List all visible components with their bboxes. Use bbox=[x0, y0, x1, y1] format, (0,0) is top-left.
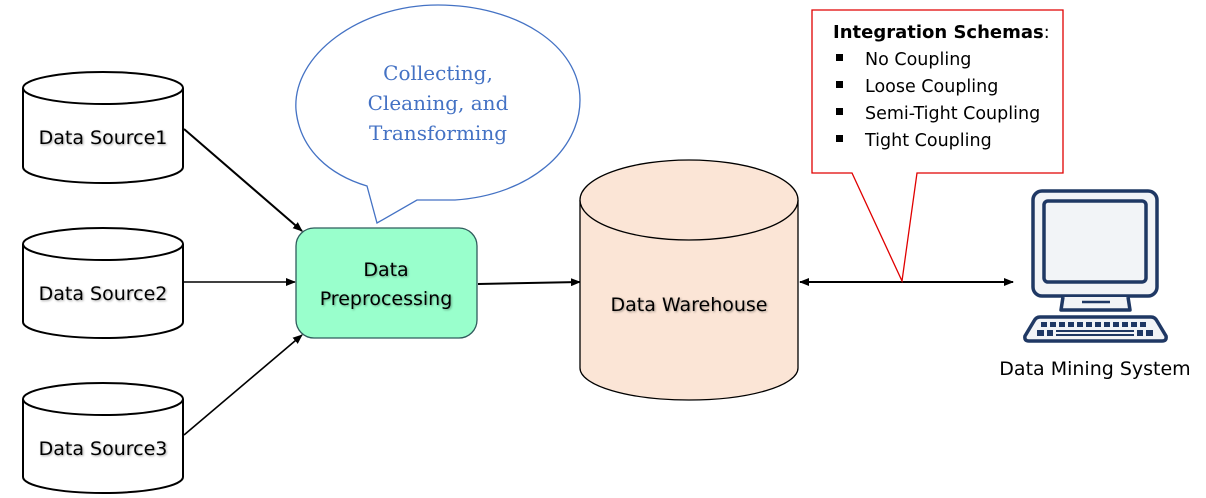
cylinder-body bbox=[22, 88, 184, 184]
arrow-preprocessing-to-warehouse bbox=[477, 278, 581, 287]
monitor-screen bbox=[1042, 199, 1148, 284]
monitor-stand bbox=[1059, 296, 1132, 312]
callout-shape bbox=[811, 9, 1064, 284]
bubble-line-3: Transforming bbox=[369, 121, 507, 145]
data-source-3: Data Source3 bbox=[22, 382, 184, 494]
data-source-2-label: Data Source2 bbox=[39, 283, 168, 305]
warehouse-top bbox=[579, 159, 799, 241]
integration-schemas-callout: Integration Schemas: No Coupling Loose C… bbox=[811, 9, 1064, 284]
bullet-icon bbox=[836, 81, 843, 88]
preprocessing-box bbox=[295, 227, 478, 339]
callout-item-4: Tight Coupling bbox=[864, 131, 992, 151]
cylinder-body bbox=[22, 244, 184, 339]
cylinder-top bbox=[22, 382, 184, 416]
callout-item-1: No Coupling bbox=[865, 50, 971, 70]
bullet-icon bbox=[836, 135, 843, 142]
data-mining-system-label: Data Mining System bbox=[999, 358, 1190, 380]
process-speech-bubble: Collecting, Cleaning, and Transforming bbox=[295, 4, 581, 224]
data-source-1: Data Source1 bbox=[22, 71, 184, 184]
callout-item-2: Loose Coupling bbox=[865, 77, 998, 97]
callout-item-3: Semi-Tight Coupling bbox=[865, 104, 1040, 124]
data-warehouse-node: Data Warehouse bbox=[579, 159, 799, 401]
data-source-3-label: Data Source3 bbox=[39, 438, 168, 460]
data-source-2: Data Source2 bbox=[22, 227, 184, 339]
callout-list: No Coupling Loose Coupling Semi-Tight Co… bbox=[836, 50, 1040, 151]
cylinder-body bbox=[22, 399, 184, 494]
warehouse-body bbox=[579, 200, 799, 401]
keyboard-keys bbox=[1037, 322, 1153, 336]
cylinder-top bbox=[22, 227, 184, 261]
bullet-icon bbox=[836, 108, 843, 115]
bubble-line-2: Cleaning, and bbox=[368, 91, 509, 115]
cylinder-top bbox=[22, 71, 184, 105]
callout-title: Integration Schemas: bbox=[833, 22, 1050, 43]
callout-title-text: Integration Schemas bbox=[833, 22, 1044, 43]
bubble-line-1: Collecting, bbox=[383, 61, 493, 85]
desktop-computer-icon bbox=[1023, 189, 1168, 343]
arrow-source3-to-preprocessing bbox=[183, 334, 303, 436]
bubble-shape bbox=[295, 4, 581, 224]
bullet-icon bbox=[836, 54, 843, 61]
preprocessing-label-line1: Data bbox=[363, 259, 408, 281]
callout-title-colon: : bbox=[1044, 23, 1050, 43]
arrow-source1-to-preprocessing bbox=[183, 128, 303, 232]
preprocessing-label-line2: Preprocessing bbox=[320, 288, 453, 310]
warehouse-label: Data Warehouse bbox=[610, 294, 767, 316]
data-source-1-label: Data Source1 bbox=[39, 127, 168, 149]
data-preprocessing-node: Data Preprocessing bbox=[295, 227, 478, 339]
keyboard-body bbox=[1023, 315, 1168, 343]
